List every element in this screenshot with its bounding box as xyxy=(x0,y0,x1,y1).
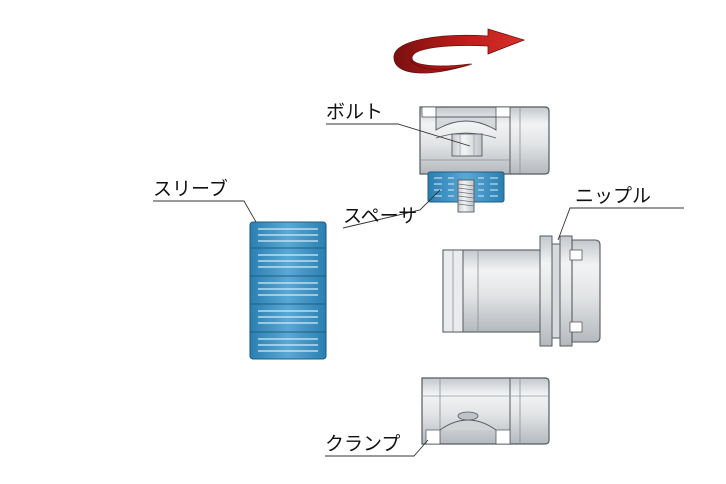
rotation-arrow-icon xyxy=(393,28,526,74)
leader-nipple xyxy=(557,207,684,241)
label-clamp: クランプ xyxy=(325,433,400,455)
label-nipple: ニップル xyxy=(575,185,651,207)
leader-sleeve xyxy=(153,200,257,223)
label-sleeve: スリーブ xyxy=(153,177,228,200)
label-spacer: スペーサ xyxy=(343,205,417,227)
leader-spacer xyxy=(342,189,441,229)
leader-bolt xyxy=(326,123,471,147)
spacer-part xyxy=(427,171,505,213)
leader-lines xyxy=(153,123,684,457)
leader-clamp xyxy=(325,439,429,457)
clamp-part xyxy=(421,377,550,445)
nipple-part xyxy=(442,235,601,347)
label-bolt: ボルト xyxy=(326,101,383,123)
sleeve-part xyxy=(249,221,327,360)
bolt-housing xyxy=(419,106,550,175)
